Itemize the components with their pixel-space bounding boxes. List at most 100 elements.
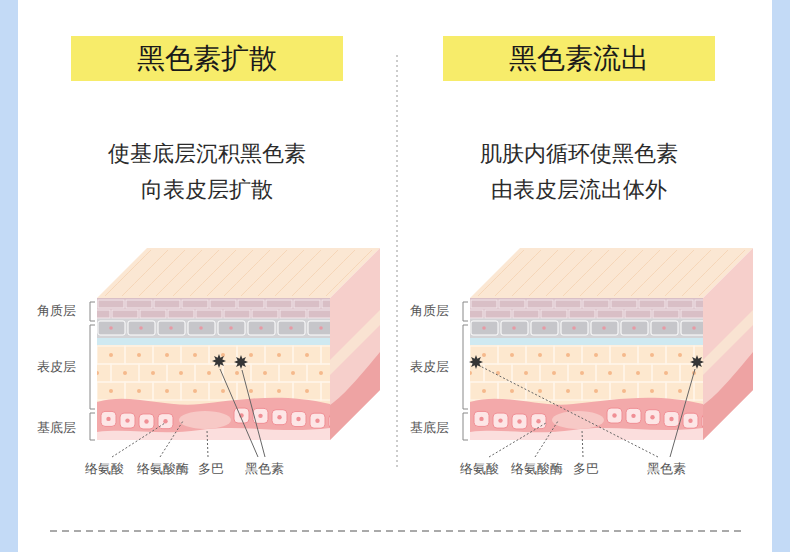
basal-cell bbox=[139, 414, 154, 429]
cell-nucleus bbox=[498, 418, 502, 422]
epidermis bbox=[470, 298, 703, 440]
cell-nucleus bbox=[221, 353, 225, 357]
cell-nucleus bbox=[572, 326, 576, 330]
cell bbox=[321, 346, 330, 364]
skin-texture bbox=[173, 250, 219, 296]
cell bbox=[218, 321, 245, 335]
cell-nucleus bbox=[580, 371, 584, 375]
edge-strip bbox=[772, 0, 790, 552]
cell bbox=[237, 382, 265, 400]
cell bbox=[470, 310, 483, 318]
skin-texture bbox=[580, 250, 626, 296]
cell-nucleus bbox=[594, 389, 598, 393]
cell bbox=[569, 310, 595, 318]
cell-nucleus bbox=[512, 326, 516, 330]
cell bbox=[638, 346, 666, 364]
edge-strip bbox=[0, 0, 18, 552]
banner-title: 黑色素流出 bbox=[509, 42, 649, 76]
cell bbox=[555, 300, 581, 308]
cell bbox=[308, 310, 330, 318]
skin-texture bbox=[597, 250, 643, 296]
cell bbox=[485, 310, 511, 318]
melanocyte bbox=[179, 411, 231, 429]
title-banner: 黑色素扩散 bbox=[71, 36, 343, 81]
cell-nucleus bbox=[277, 389, 281, 393]
cell bbox=[293, 346, 321, 364]
cell bbox=[97, 364, 111, 382]
basal-cell bbox=[234, 408, 249, 423]
cell-nucleus bbox=[538, 353, 542, 357]
cell bbox=[209, 382, 237, 400]
cell-nucleus bbox=[277, 353, 281, 357]
basal-cell bbox=[531, 414, 546, 429]
skin-block bbox=[463, 248, 753, 440]
cell bbox=[610, 346, 638, 364]
cell-nucleus bbox=[315, 418, 319, 422]
cell-nucleus bbox=[632, 326, 636, 330]
skin-texture bbox=[529, 250, 575, 296]
cell-nucleus bbox=[139, 326, 143, 330]
cell bbox=[652, 364, 680, 382]
layer-bracket bbox=[463, 325, 468, 409]
cell bbox=[265, 346, 293, 364]
cell bbox=[294, 300, 320, 308]
cell bbox=[265, 382, 293, 400]
cell bbox=[596, 364, 624, 382]
cell-nucleus bbox=[109, 326, 113, 330]
skin-texture bbox=[105, 250, 151, 296]
skin-texture bbox=[614, 250, 660, 296]
cell bbox=[512, 364, 540, 382]
cell bbox=[307, 364, 330, 382]
cell-nucleus bbox=[151, 371, 155, 375]
cell bbox=[140, 310, 166, 318]
cell bbox=[112, 310, 138, 318]
skin-texture bbox=[665, 250, 711, 296]
cell bbox=[471, 300, 497, 308]
cell-nucleus bbox=[193, 353, 197, 357]
divider-line bbox=[397, 55, 398, 470]
melanin-granule bbox=[212, 354, 226, 368]
layer-label: 基底层 bbox=[35, 419, 78, 437]
cell-nucleus bbox=[631, 414, 635, 418]
layer-label: 表皮层 bbox=[35, 358, 78, 376]
callout-label: 络氨酸 bbox=[83, 460, 126, 478]
cell-nucleus bbox=[538, 389, 542, 393]
cell bbox=[251, 364, 279, 382]
cell bbox=[98, 300, 124, 308]
cell bbox=[128, 321, 155, 335]
cell bbox=[196, 310, 222, 318]
melanin-granule bbox=[234, 355, 248, 369]
cell-nucleus bbox=[524, 371, 528, 375]
cell-nucleus bbox=[291, 371, 295, 375]
cell bbox=[182, 300, 208, 308]
cell-nucleus bbox=[542, 326, 546, 330]
cell bbox=[639, 300, 665, 308]
cell bbox=[624, 364, 652, 382]
cell-nucleus bbox=[510, 353, 514, 357]
cell-nucleus bbox=[125, 418, 129, 422]
basal-cell bbox=[645, 410, 660, 425]
cell bbox=[126, 300, 152, 308]
cell-nucleus bbox=[305, 353, 309, 357]
skin-texture bbox=[139, 250, 185, 296]
description-text: 使基底层沉积黑色素 向表皮层扩散 bbox=[97, 135, 317, 209]
cell bbox=[279, 364, 307, 382]
cell bbox=[97, 310, 110, 318]
description-text: 肌肤内循环使黑色素 由表皮层流出体外 bbox=[469, 135, 689, 209]
skin-texture bbox=[207, 250, 253, 296]
cell-nucleus bbox=[199, 326, 203, 330]
basal-cell bbox=[120, 413, 135, 428]
cell bbox=[638, 382, 666, 400]
layer-bracket bbox=[90, 413, 95, 440]
cell-nucleus bbox=[662, 326, 666, 330]
basal-cell bbox=[310, 413, 325, 428]
divider-line bbox=[50, 531, 745, 532]
cell bbox=[554, 382, 582, 400]
leader-line bbox=[535, 421, 558, 457]
cell bbox=[591, 321, 618, 335]
cell bbox=[181, 346, 209, 364]
cell bbox=[498, 346, 526, 364]
basal-cell bbox=[607, 408, 622, 423]
cell bbox=[583, 300, 609, 308]
